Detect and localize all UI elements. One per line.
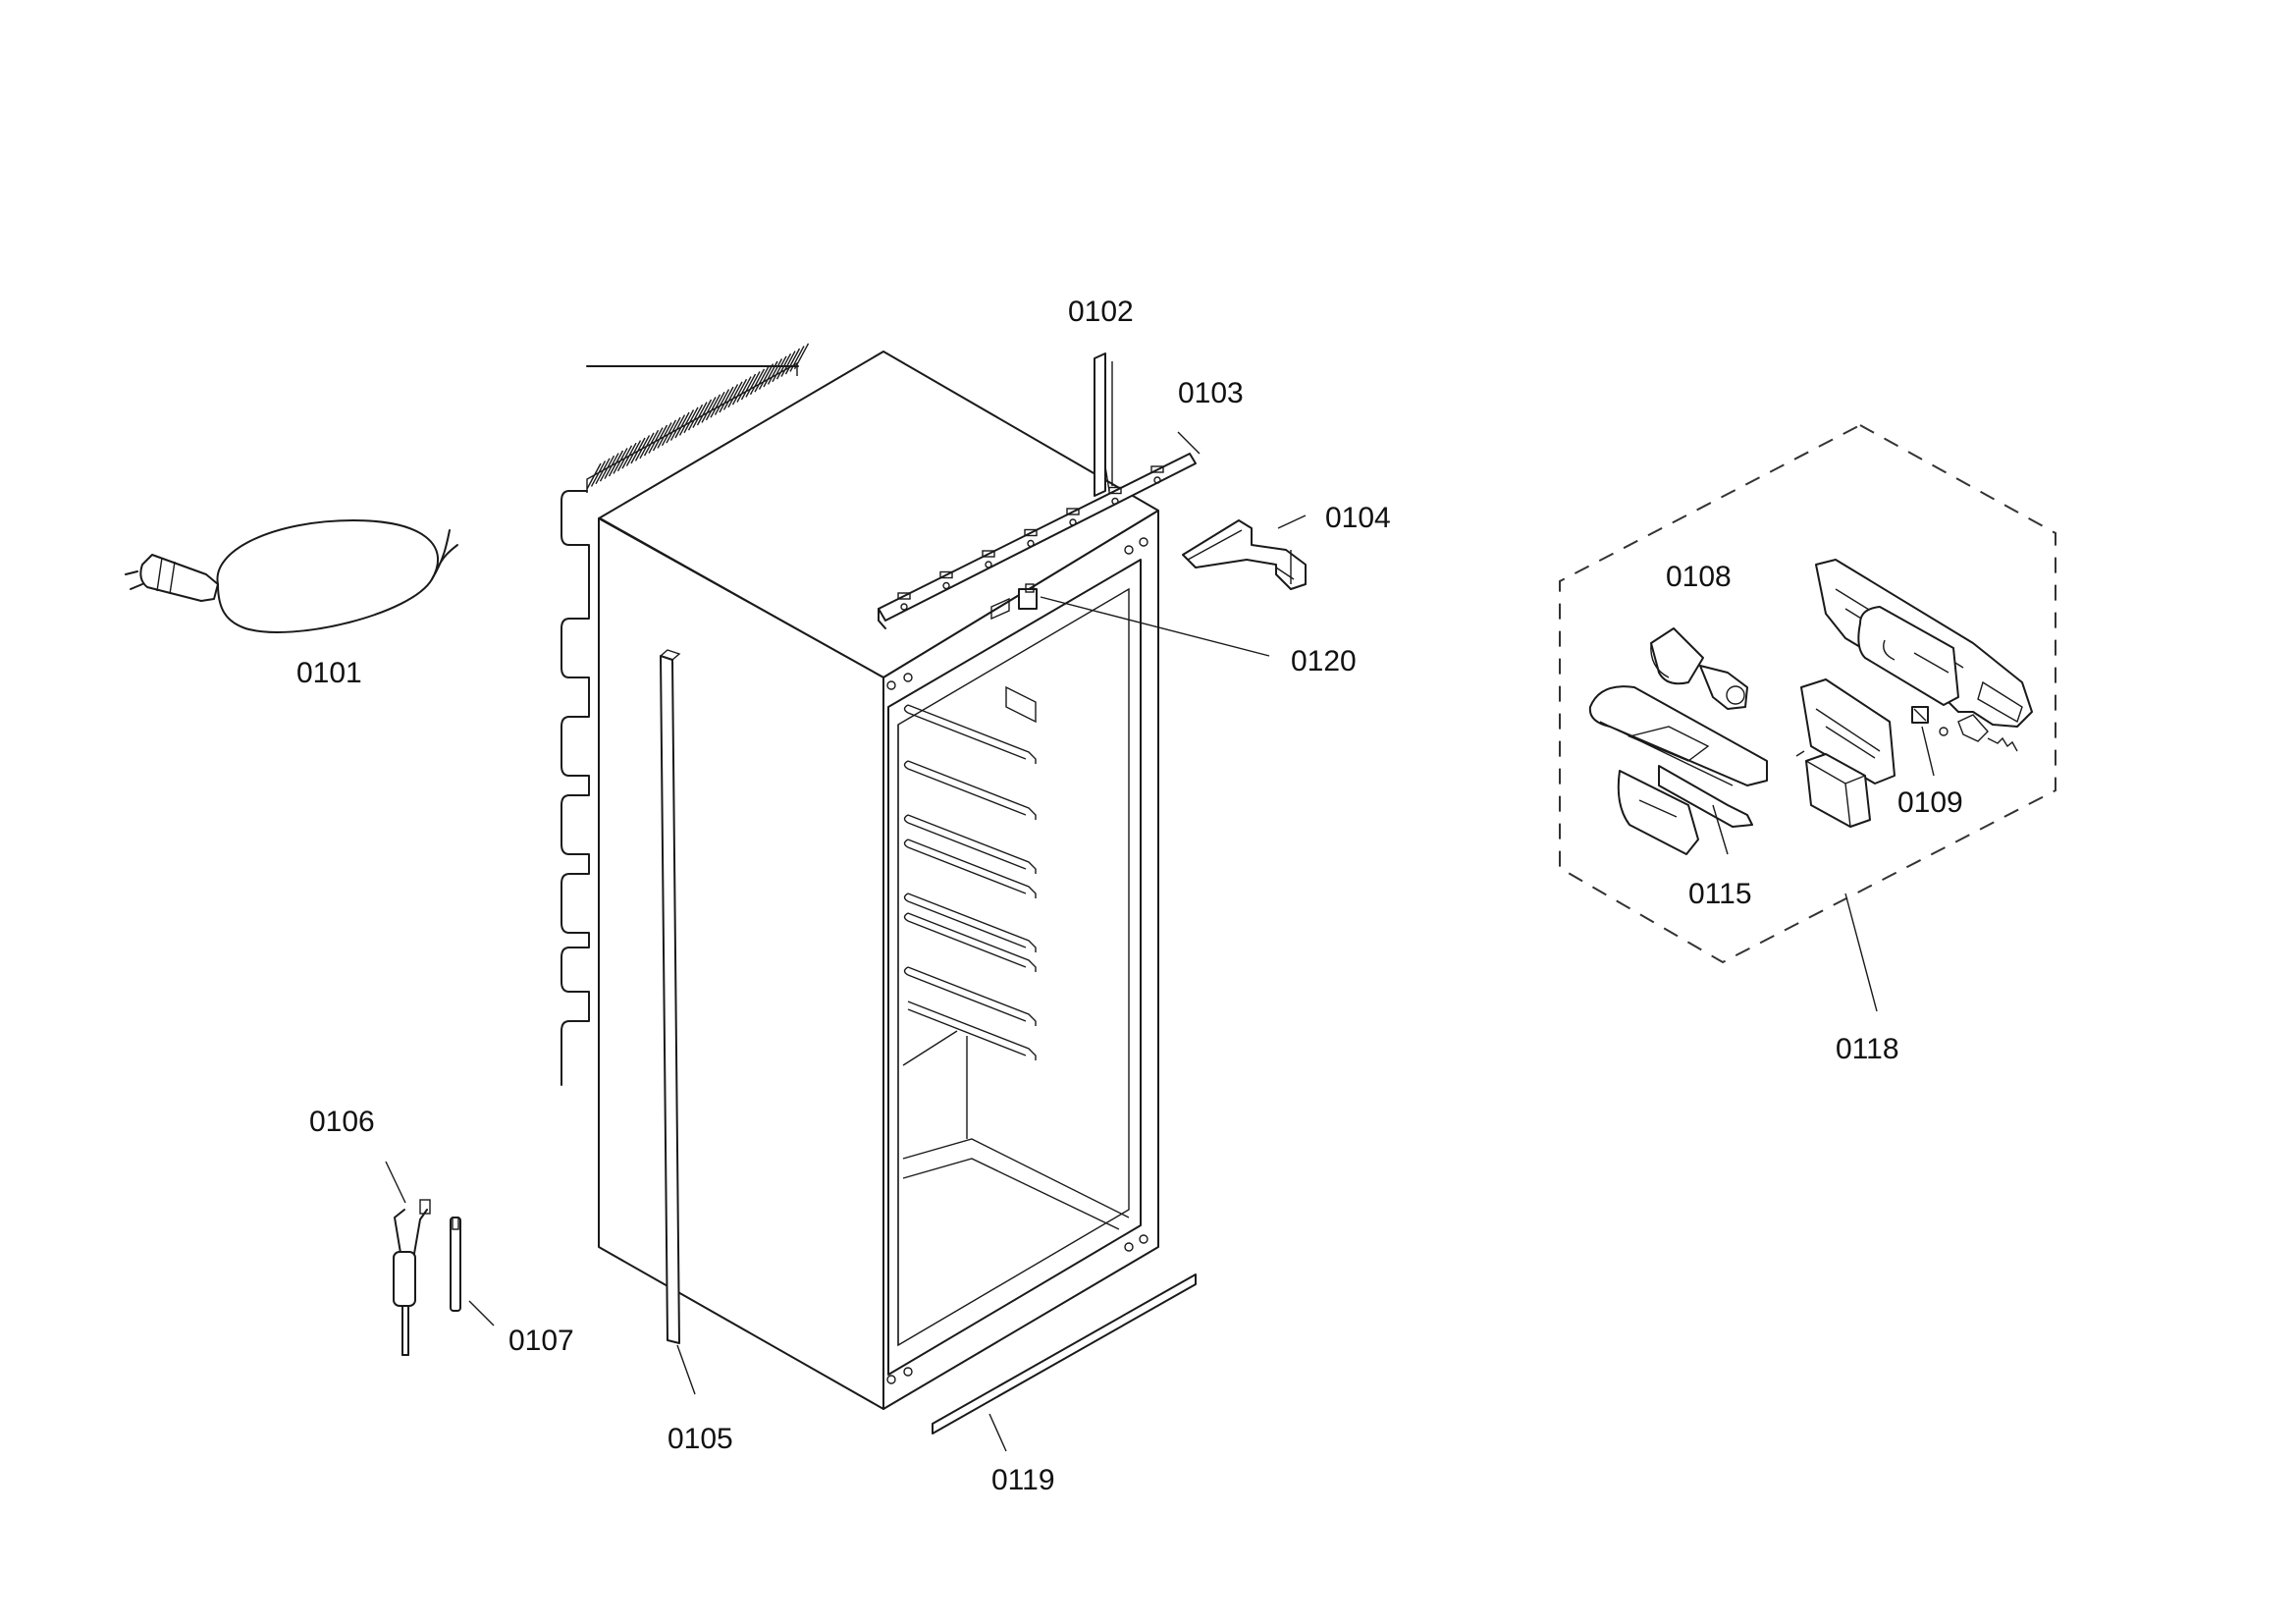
label-0101: 0101	[296, 657, 362, 689]
part-labels: 0101 0102 0103 0104 0105 0106 0107 0108 …	[296, 296, 1963, 1496]
label-0120: 0120	[1291, 645, 1357, 677]
part-0101-power-cord	[125, 519, 458, 633]
shelf-1	[903, 704, 1037, 764]
part-0106-sensor	[393, 1199, 431, 1356]
part-0115-lamp-cover	[1588, 685, 1768, 855]
shelf-4	[903, 839, 1037, 898]
part-0119-bottom-strip	[932, 1273, 1197, 1435]
part-circuit-board	[1800, 678, 1896, 785]
shelf-7	[903, 966, 1037, 1026]
label-0106: 0106	[309, 1106, 375, 1138]
part-0109-switch	[1911, 706, 1929, 724]
label-0104: 0104	[1325, 502, 1391, 534]
label-0103: 0103	[1178, 377, 1244, 409]
part-0120-switch	[990, 583, 1038, 621]
part-control-housing	[1815, 559, 2033, 728]
label-0119: 0119	[991, 1464, 1055, 1496]
label-0118: 0118	[1836, 1033, 1899, 1065]
condenser-coil	[561, 343, 810, 1086]
label-0108: 0108	[1666, 561, 1732, 593]
part-0102-strip	[1094, 352, 1113, 497]
shelf-6	[903, 912, 1037, 972]
label-0105: 0105	[667, 1423, 733, 1455]
part-0105-door-strip	[660, 649, 681, 1344]
shelf-3	[903, 814, 1037, 874]
part-group-0118-assembly	[1559, 423, 2056, 964]
label-0102: 0102	[1068, 296, 1134, 328]
part-0107-probe	[450, 1217, 461, 1312]
part-transformer	[1795, 750, 1871, 828]
label-0109: 0109	[1897, 786, 1963, 819]
label-0107: 0107	[508, 1325, 574, 1357]
shelf-2	[903, 760, 1037, 820]
label-0115: 0115	[1688, 878, 1752, 910]
shelf-5	[903, 893, 1037, 952]
part-spring-wire	[1939, 714, 2018, 752]
leader-lines	[385, 431, 1935, 1452]
part-0108-lamp	[1650, 627, 1748, 710]
part-0104-hinge	[1182, 519, 1307, 590]
